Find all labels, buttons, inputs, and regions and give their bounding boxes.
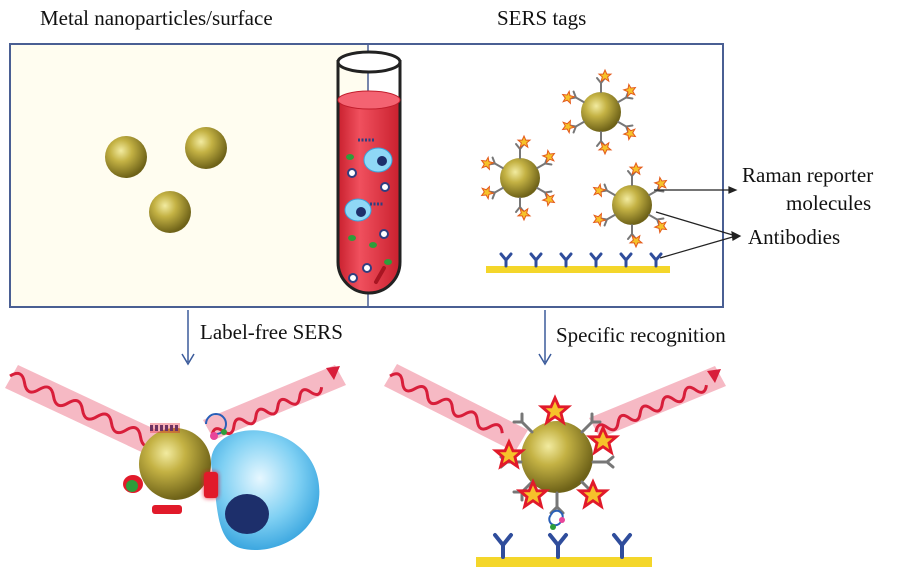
down-arrow-left xyxy=(181,310,195,366)
nanoparticle xyxy=(149,191,191,233)
raman-reporter-label-line2: molecules xyxy=(786,191,872,215)
top-panel-frame xyxy=(9,43,724,308)
pointer-lines xyxy=(654,186,742,259)
sers-tag xyxy=(559,69,639,155)
label-free-nanoparticle xyxy=(123,413,228,514)
nanoparticle xyxy=(105,136,147,178)
down-arrow-right xyxy=(538,310,552,366)
sers-tag xyxy=(590,162,670,248)
antibody-row-bottom xyxy=(493,533,632,559)
left-panel-title: Metal nanoparticles/surface xyxy=(40,6,273,30)
antigen-link xyxy=(548,509,565,530)
specific-recognition-label: Specific recognition xyxy=(556,323,726,347)
antibody-row xyxy=(499,252,663,268)
laser-beam-scattered-left xyxy=(203,365,346,440)
substrate-bottom xyxy=(476,557,652,567)
nanoparticle xyxy=(185,127,227,169)
sers-tag xyxy=(478,135,558,221)
left-panel-background xyxy=(10,44,368,307)
laser-beam-incoming-left xyxy=(5,365,178,463)
sers-tag-large xyxy=(491,394,621,515)
right-panel-title: SERS tags xyxy=(497,6,587,30)
cell xyxy=(211,430,320,551)
raman-reporter-label-line1: Raman reporter xyxy=(742,163,874,187)
test-tube xyxy=(336,50,402,295)
substrate xyxy=(486,266,670,273)
antibodies-label: Antibodies xyxy=(748,225,841,249)
label-free-sers-label: Label-free SERS xyxy=(200,320,343,344)
laser-beam-incoming-right xyxy=(384,364,528,452)
laser-beam-scattered-right xyxy=(589,366,726,438)
